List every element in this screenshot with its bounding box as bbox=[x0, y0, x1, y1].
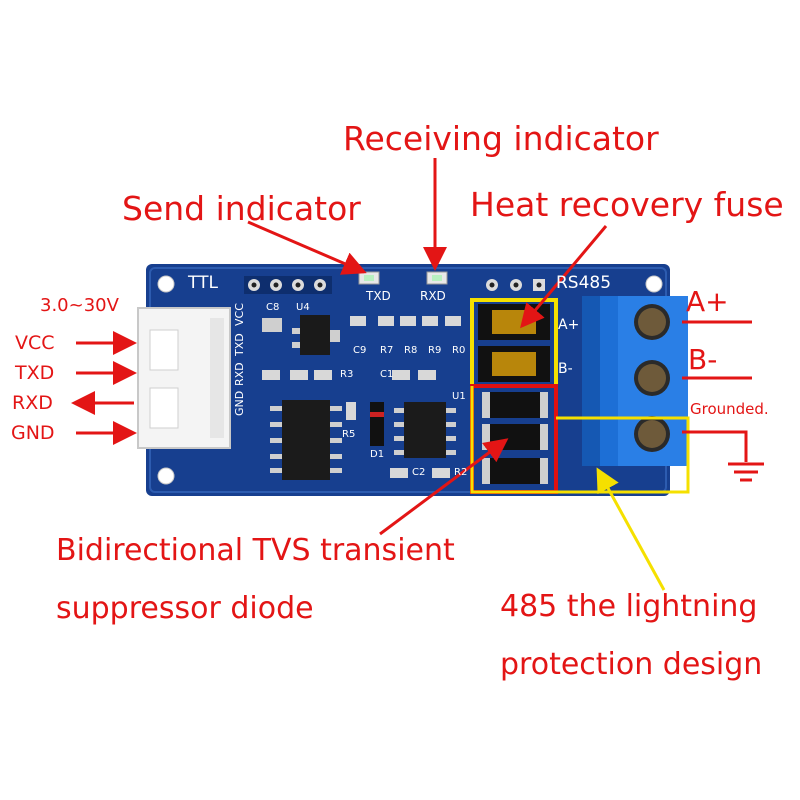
pcb-header-txd: TXD bbox=[233, 333, 246, 356]
a-plus-label: A+ bbox=[686, 285, 729, 318]
voltage-label: 3.0~30V bbox=[40, 295, 119, 316]
pcb-ttl-label: TTL bbox=[188, 273, 218, 293]
pcb-c1-label: C1 bbox=[380, 369, 394, 380]
small-components bbox=[262, 316, 461, 478]
fuse-1 bbox=[478, 304, 550, 340]
u4-regulator bbox=[262, 315, 340, 355]
ground-symbol bbox=[728, 462, 764, 482]
pcb-rs485-label: RS485 bbox=[556, 273, 612, 293]
pcb-c2-label: C2 bbox=[412, 467, 426, 478]
mount-hole bbox=[157, 467, 175, 485]
screw-terminal-block bbox=[582, 296, 688, 466]
pcb-d1-label: D1 bbox=[370, 449, 385, 460]
ic-chip-right bbox=[394, 402, 456, 458]
ground-wire bbox=[682, 430, 748, 462]
send-indicator-label: Send indicator bbox=[122, 189, 361, 228]
pcb-rxd-led-label: RXD bbox=[420, 289, 446, 303]
gnd-pin-label: GND bbox=[11, 422, 55, 444]
pcb-header-vcc: VCC bbox=[233, 303, 246, 326]
lightning-label-line1: 485 the lightning bbox=[500, 589, 758, 624]
pcb-header-labels: GND RXD TXD VCC bbox=[233, 303, 250, 444]
b-minus-label: B- bbox=[688, 343, 718, 376]
pcb-fuse-b-label: B- bbox=[558, 361, 573, 377]
heat-recovery-fuse-label: Heat recovery fuse bbox=[470, 185, 784, 224]
pcb-r7-label: R7 bbox=[380, 345, 394, 356]
pcb-c9-label: C9 bbox=[353, 345, 367, 356]
fuse-arrow bbox=[520, 225, 608, 329]
rs485-header-pads bbox=[486, 279, 545, 291]
rxd-led bbox=[426, 271, 448, 285]
pcb-txd-led-label: TXD bbox=[366, 289, 391, 303]
ic-chip-left bbox=[270, 400, 342, 480]
rxd-pin-label: RXD bbox=[12, 392, 53, 414]
pcb-r5-label: R5 bbox=[342, 429, 356, 440]
diode-d1 bbox=[370, 402, 384, 446]
lightning-arrow bbox=[596, 467, 666, 591]
pcb-header-gnd: GND bbox=[233, 390, 246, 416]
pcb-u1-label: U1 bbox=[452, 391, 466, 402]
lightning-label-line2: protection design bbox=[500, 647, 763, 682]
lightning-highlight-box bbox=[470, 386, 690, 494]
ttl-header-pads bbox=[244, 276, 332, 294]
pcb-r9-label: R9 bbox=[428, 345, 442, 356]
txd-led bbox=[358, 271, 380, 285]
tvs-diode-3 bbox=[482, 458, 548, 484]
tvs-label-line1: Bidirectional TVS transient bbox=[56, 533, 455, 568]
grounded-label: Grounded. bbox=[690, 400, 769, 418]
pcb-header-rxd: RXD bbox=[233, 362, 246, 386]
pcb-fuse-a-label: A+ bbox=[558, 317, 580, 333]
tvs-diode-2 bbox=[482, 424, 548, 450]
mount-hole bbox=[645, 275, 663, 293]
tvs-label-line2: suppressor diode bbox=[56, 591, 314, 626]
pcb-u4-label: U4 bbox=[296, 302, 310, 313]
pcb-r3-label: R3 bbox=[340, 369, 354, 380]
tvs-arrow bbox=[379, 438, 509, 536]
send-arrow bbox=[247, 220, 367, 275]
pcb-r2-label: R2 bbox=[454, 467, 468, 478]
txd-pin-label: TXD bbox=[15, 362, 55, 384]
jst-connector bbox=[137, 307, 231, 449]
fuse-2 bbox=[478, 346, 550, 382]
mount-hole bbox=[157, 275, 175, 293]
pcb-r0-label: R0 bbox=[452, 345, 466, 356]
receiving-indicator-label: Receiving indicator bbox=[343, 119, 659, 158]
tvs-diode-1 bbox=[482, 392, 548, 418]
vcc-pin-label: VCC bbox=[15, 332, 55, 354]
pcb-r8-label: R8 bbox=[404, 345, 418, 356]
pcb-c8-label: C8 bbox=[266, 302, 280, 313]
